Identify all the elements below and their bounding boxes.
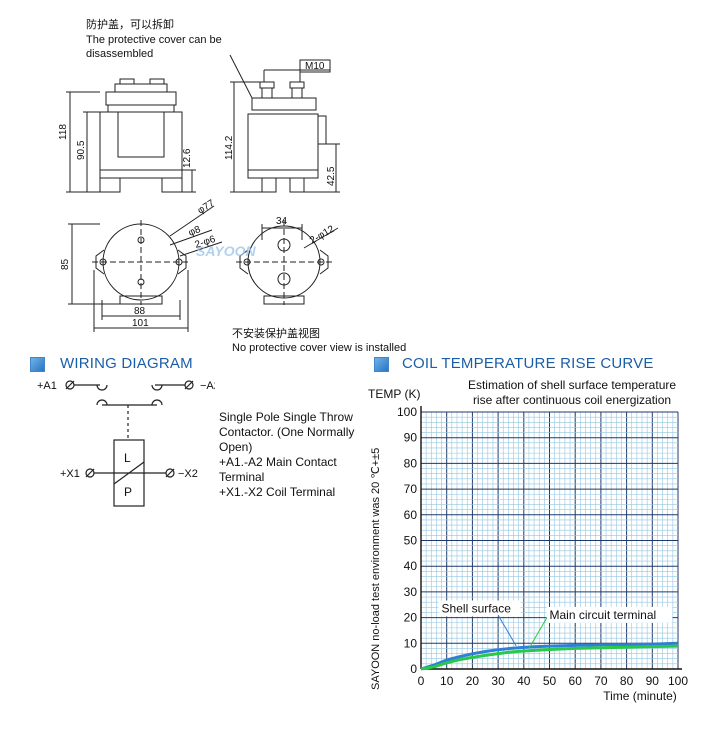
wiring-schematic: +A1 −A2 +X1 −X2 L P <box>37 380 215 507</box>
chart-title-line1: Estimation of shell surface temperature <box>468 378 676 392</box>
curve-section-icon <box>374 357 389 372</box>
series-label-bg <box>546 606 673 623</box>
x-tick-label: 80 <box>620 674 634 688</box>
x-tick-label: 70 <box>594 674 608 688</box>
y-tick-label: 20 <box>404 611 418 625</box>
y-tick-label: 60 <box>404 508 418 522</box>
chart-title-line2: rise after continuous coil energization <box>473 393 671 407</box>
wiring-description: Single Pole Single Throw Contactor. (One… <box>219 410 354 500</box>
coil-label-p: P <box>124 485 132 499</box>
series-pointer-shell-surface <box>497 614 517 647</box>
curve-section-title: COIL TEMPERATURE RISE CURVE <box>402 355 654 372</box>
no-cover-note-cn: 不安装保护盖视图 <box>232 328 320 340</box>
chart-x-label: Time (minute) <box>603 689 677 703</box>
series-line-shell-surface <box>420 641 679 671</box>
dim-d77: φ77 <box>196 198 217 217</box>
wiring-section-icon <box>30 357 45 372</box>
dim-85: 85 <box>60 258 71 270</box>
y-tick-label: 10 <box>404 636 418 650</box>
y-tick-label: 70 <box>404 482 418 496</box>
bottom-view-no-cover <box>236 220 332 305</box>
technical-drawing: SAYOON 118 90.5 12.6 114.2 42.5 M10 φ77 … <box>58 54 340 332</box>
chart-y-label: TEMP (K) <box>368 387 420 401</box>
side-view-with-cover <box>99 78 183 193</box>
series-label-shell-surface: Shell surface <box>442 601 512 615</box>
dim-101: 101 <box>132 318 149 329</box>
y-tick-label: 100 <box>397 405 417 419</box>
side-view-no-cover <box>247 81 327 193</box>
dim-d12: 2-φ12 <box>308 224 337 247</box>
chart-series <box>420 641 679 671</box>
cover-note-en-2: disassembled <box>86 48 154 60</box>
brand-watermark: SAYOON <box>196 243 257 259</box>
dim-88: 88 <box>134 306 146 317</box>
x-tick-label: 90 <box>646 674 660 688</box>
dim-12-6: 12.6 <box>182 148 193 168</box>
wiring-diagram-title: WIRING DIAGRAM <box>60 355 193 372</box>
y-tick-label: 90 <box>404 431 418 445</box>
dim-d8: φ8 <box>187 224 203 239</box>
cover-leader-line <box>229 54 253 99</box>
wiring-desc-line: Terminal <box>219 470 265 484</box>
terminal-a1: +A1 <box>37 380 57 392</box>
chart-grid <box>420 411 679 670</box>
y-tick-label: 50 <box>404 534 418 548</box>
chart-axes <box>420 406 682 670</box>
cover-note-cn: 防护盖，可以拆卸 <box>86 19 174 31</box>
series-label-main-terminal: Main circuit terminal <box>550 608 657 622</box>
x-tick-label: 50 <box>543 674 557 688</box>
y-tick-label: 40 <box>404 559 418 573</box>
wiring-desc-line: +A1.-A2 Main Contact <box>219 455 337 469</box>
x-tick-label: 40 <box>517 674 531 688</box>
dim-42-5: 42.5 <box>326 166 337 186</box>
terminal-x2: −X2 <box>178 468 198 480</box>
y-tick-label: 80 <box>404 456 418 470</box>
x-tick-label: 30 <box>491 674 505 688</box>
x-tick-label: 60 <box>569 674 583 688</box>
y-tick-label: 0 <box>410 662 417 676</box>
dim-90-5: 90.5 <box>76 140 87 160</box>
dim-34: 34 <box>276 216 288 227</box>
series-pointer-main-terminal <box>528 617 548 649</box>
cover-note-en-1: The protective cover can be <box>86 34 222 46</box>
x-tick-label: 10 <box>440 674 454 688</box>
dim-118: 118 <box>58 124 69 140</box>
x-tick-label: 100 <box>668 674 688 688</box>
chart-side-label: SAYOON no-load test environment was 20 ℃… <box>370 448 382 690</box>
terminal-a2: −A2 <box>200 380 215 392</box>
wiring-desc-line: +X1.-X2 Coil Terminal <box>219 485 336 499</box>
coil-label-l: L <box>124 451 131 465</box>
x-tick-label: 0 <box>418 674 425 688</box>
chart-ticks: 0 10 20 30 40 50 60 70 80 90 100 0 10 20 30 40 50 60 70 80 9… <box>397 405 688 688</box>
terminal-x1: +X1 <box>60 468 80 480</box>
wiring-desc-line: Single Pole Single Throw <box>219 410 353 424</box>
wiring-desc-line: Open) <box>219 440 253 454</box>
series-line-main-terminal <box>420 644 679 671</box>
series-label-bg <box>438 600 521 617</box>
temperature-rise-chart: Estimation of shell surface temperature … <box>368 378 688 703</box>
y-tick-label: 30 <box>404 585 418 599</box>
wiring-desc-line: Contactor. (One Normally <box>219 425 355 439</box>
no-cover-note-en: No protective cover view is installed <box>232 342 407 354</box>
dim-m10: M10 <box>305 61 325 72</box>
x-tick-label: 20 <box>466 674 480 688</box>
bottom-view-with-cover <box>92 220 190 305</box>
dim-114-2: 114.2 <box>224 135 235 160</box>
